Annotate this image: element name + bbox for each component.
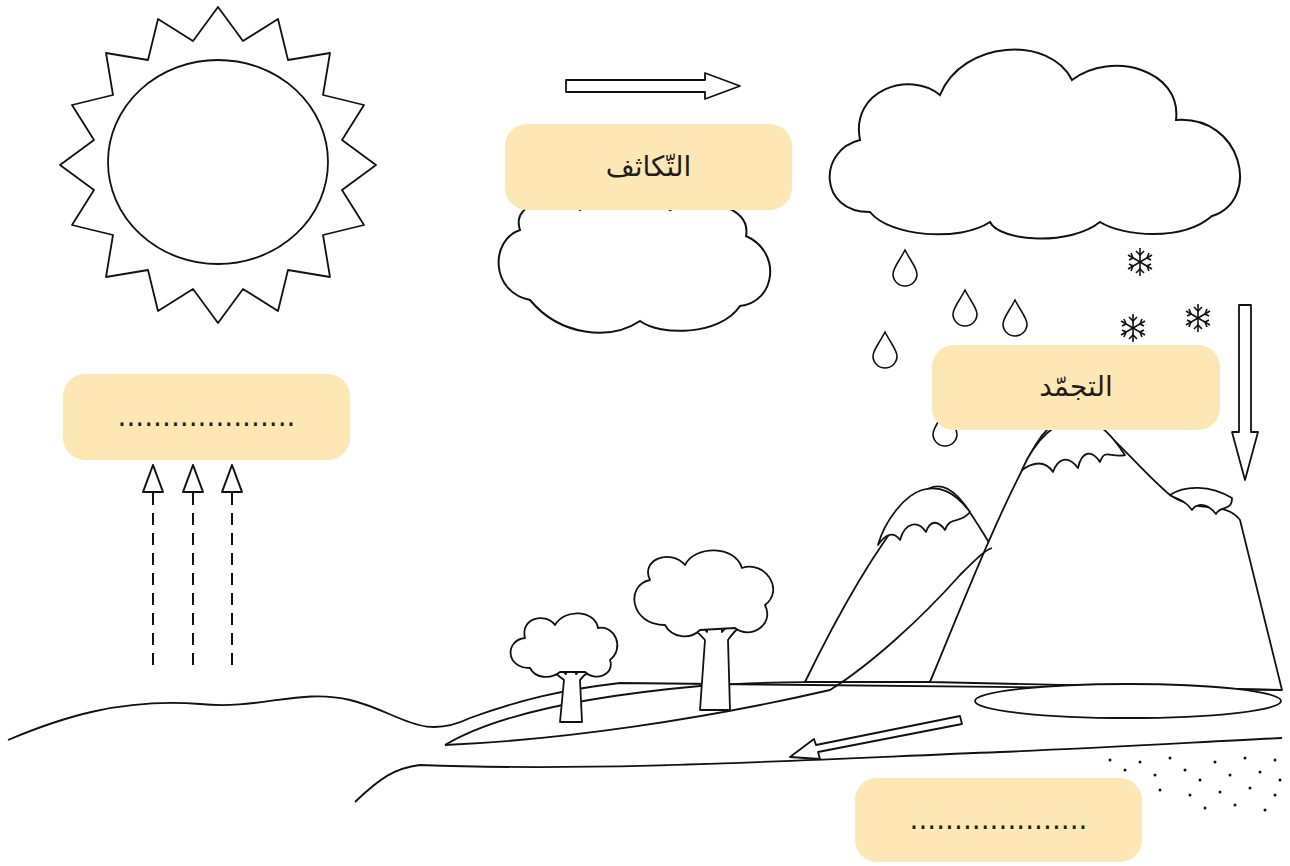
label-box: .................... xyxy=(855,778,1142,862)
ground xyxy=(8,548,1282,802)
box-label: التجمّد xyxy=(1039,369,1113,405)
big-cloud xyxy=(830,50,1240,239)
sun xyxy=(60,7,376,323)
mountains xyxy=(805,416,1282,690)
label-box: التّكاثف xyxy=(505,124,792,210)
small-cloud xyxy=(499,195,771,333)
snowflakes xyxy=(1121,248,1210,342)
trees xyxy=(511,550,774,722)
evaporation-arrows xyxy=(143,465,242,665)
label-box: .................... xyxy=(63,374,350,460)
box-label: .................... xyxy=(909,802,1087,838)
hollow-arrow xyxy=(566,73,740,99)
hollow-arrow xyxy=(790,716,962,759)
label-box: التجمّد xyxy=(932,345,1220,430)
box-label: التّكاثف xyxy=(606,149,692,185)
box-label: .................... xyxy=(117,399,295,435)
hollow-arrow xyxy=(1232,305,1258,480)
